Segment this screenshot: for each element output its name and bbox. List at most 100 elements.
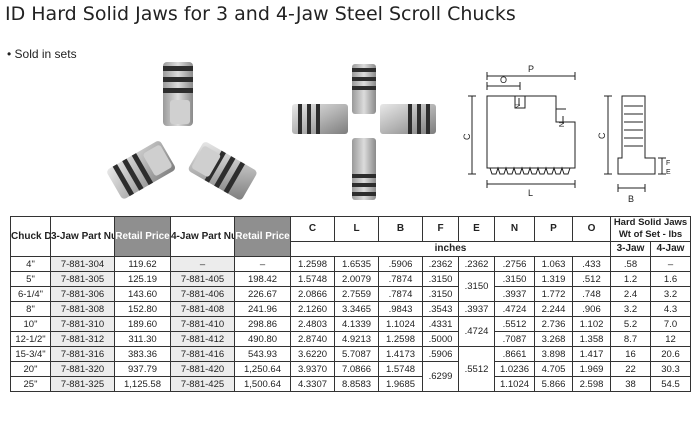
cell-B: .9843 (378, 301, 423, 317)
cell-C: 2.0866 (290, 286, 335, 302)
cell-B: .7874 (378, 271, 423, 287)
cell-4jaw-part: – (170, 256, 235, 272)
label-F: F (666, 160, 670, 167)
header-row-1: Chuck Dia 3-Jaw Part Number Retail Price… (10, 216, 692, 257)
cell-4jaw-part: 7-881-406 (170, 286, 235, 302)
label-N2: N (557, 122, 564, 127)
cell-C: 3.6220 (290, 346, 335, 362)
cell-dia: 15-3/4" (10, 346, 51, 362)
cell-F: .2362 (422, 256, 459, 272)
cell-wt4: 30.3 (649, 361, 692, 377)
label-N1: N (513, 104, 520, 109)
cell-dia: 8" (10, 301, 51, 317)
cell-E: .3937 (458, 301, 495, 317)
cell-C: 1.5748 (290, 271, 335, 287)
cell-wt3: 1.2 (610, 271, 651, 287)
table-row: 25" 7-881-325 1,125.58 7-881-425 1,500.6… (10, 376, 692, 392)
cell-4jaw-part: 7-881-412 (170, 331, 235, 347)
cell-L: 8.8583 (334, 376, 379, 392)
table-row: 15-3/4" 7-881-316 383.36 7-881-416 543.9… (10, 346, 692, 392)
jaw-set-photo-2 (285, 56, 445, 206)
cell-4jaw-price: 298.86 (234, 316, 291, 332)
header-weight: Hard Solid Jaws Wt of Set - lbs (609, 216, 692, 242)
cell-wt4: 12 (649, 331, 692, 347)
cell-3jaw-part: 7-881-312 (50, 331, 115, 347)
page-title: ID Hard Solid Jaws for 3 and 4-Jaw Steel… (5, 3, 516, 25)
cell-P: 5.866 (534, 376, 573, 392)
cell-N: .3150 (494, 271, 535, 287)
label-B: B (628, 194, 634, 204)
cell-3jaw-part: 7-881-306 (50, 286, 115, 302)
cell-C: 2.8740 (290, 331, 335, 347)
dimension-labels: P O N N C L C B F E (462, 64, 671, 204)
specification-table: Chuck Dia 3-Jaw Part Number Retail Price… (10, 216, 692, 392)
header-wt-4jaw: 4-Jaw (649, 241, 692, 257)
sold-in-sets-note: • Sold in sets (7, 47, 77, 61)
cell-O: .433 (572, 256, 611, 272)
jaw-4-left (292, 104, 348, 134)
cell-N: .2756 (494, 256, 535, 272)
cell-L: 4.9213 (334, 331, 379, 347)
cell-4jaw-part: 7-881-408 (170, 301, 235, 317)
header-B: B (378, 216, 423, 242)
label-L: L (528, 188, 533, 198)
cell-3jaw-price: 189.60 (114, 316, 171, 332)
label-C-end: C (597, 132, 607, 139)
jaw-set-photo-1 (95, 56, 275, 206)
cell-P: 2.736 (534, 316, 573, 332)
cell-dia: 5" (10, 271, 51, 287)
cell-C: 2.1260 (290, 301, 335, 317)
jaw-4-right (380, 104, 436, 134)
cell-B: 1.4173 (378, 346, 423, 362)
cell-N: .5512 (494, 316, 535, 332)
cell-3jaw-part: 7-881-320 (50, 361, 115, 377)
cell-O: 2.598 (572, 376, 611, 392)
cell-3jaw-part: 7-881-316 (50, 346, 115, 362)
cell-4jaw-price: 241.96 (234, 301, 291, 317)
cell-C: 2.4803 (290, 316, 335, 332)
cell-wt4: 3.2 (649, 286, 692, 302)
cell-L: 7.0866 (334, 361, 379, 377)
header-N: N (494, 216, 535, 242)
cell-wt3: 16 (610, 346, 651, 362)
cell-dia: 6-1/4" (10, 286, 51, 302)
jaw-right (188, 142, 257, 200)
cell-wt3: 5.2 (610, 316, 651, 332)
header-retail-3jaw: Retail Price (114, 216, 171, 257)
header-E: E (458, 216, 495, 242)
table-row: 20" 7-881-320 937.79 7-881-420 1,250.64 … (10, 361, 692, 392)
cell-N: .8661 (494, 346, 535, 362)
cell-N: .4724 (494, 301, 535, 317)
cell-P: 1.772 (534, 286, 573, 302)
cell-3jaw-part: 7-881-304 (50, 256, 115, 272)
cell-3jaw-price: 152.80 (114, 301, 171, 317)
cell-F: .5906 (422, 346, 459, 362)
cell-3jaw-price: 119.62 (114, 256, 171, 272)
cell-O: 1.969 (572, 361, 611, 377)
cell-4jaw-part: 7-881-405 (170, 271, 235, 287)
label-E: E (666, 169, 671, 176)
cell-dia: 25" (10, 376, 51, 392)
cell-B: 1.2598 (378, 331, 423, 347)
cell-C: 4.3307 (290, 376, 335, 392)
cell-wt3: 3.2 (610, 301, 651, 317)
cell-O: 1.417 (572, 346, 611, 362)
cell-O: .512 (572, 271, 611, 287)
cell-4jaw-price: 1,250.64 (234, 361, 291, 377)
jaw-4-bottom (352, 138, 376, 200)
cell-P: 3.268 (534, 331, 573, 347)
header-3jaw-part: 3-Jaw Part Number (50, 216, 115, 257)
cell-4jaw-part: 7-881-416 (170, 346, 235, 362)
table-row: 5" 7-881-305 125.19 7-881-405 198.42 1.5… (10, 271, 692, 302)
header-F: F (422, 216, 459, 242)
header-retail-4jaw: Retail Price (234, 216, 291, 257)
label-P: P (528, 64, 534, 74)
label-O: O (500, 75, 507, 85)
header-P: P (534, 216, 573, 242)
cell-wt3: 2.4 (610, 286, 651, 302)
cell-wt4: 54.5 (649, 376, 692, 392)
cell-N: 1.0236 (494, 361, 535, 377)
header-wt-3jaw: 3-Jaw (610, 241, 651, 257)
cell-4jaw-part: 7-881-425 (170, 376, 235, 392)
cell-dia: 4" (10, 256, 51, 272)
